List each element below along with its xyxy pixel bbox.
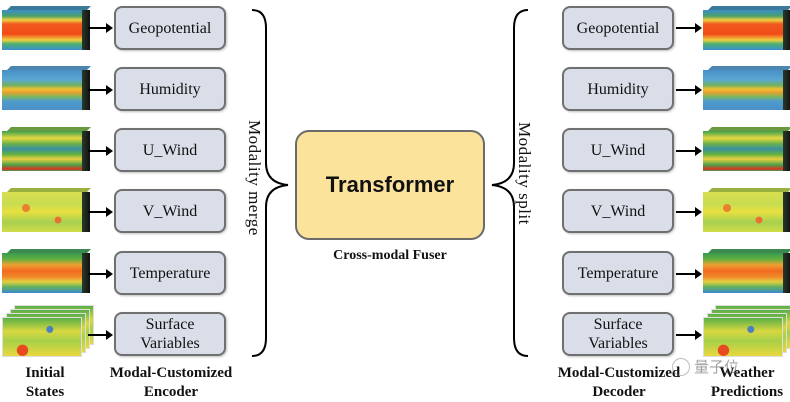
arrow-icon	[88, 207, 113, 217]
caption-line: States	[25, 384, 65, 400]
caption-line: Weather	[719, 365, 775, 381]
encoder-label: Humidity	[139, 80, 201, 98]
decoder-label-line1: Surface	[593, 316, 643, 333]
arrow-icon	[676, 85, 702, 95]
decoder-caption: Modal-Customized Decoder	[548, 364, 690, 402]
decoder-label-line2: Variables	[588, 335, 648, 352]
initial-state-uwind-map	[2, 127, 91, 171]
caption-line: Decoder	[592, 384, 646, 400]
transformer-title: Transformer	[325, 172, 455, 197]
encoder-u-wind: U_Wind	[114, 128, 226, 172]
prediction-temperature-map	[703, 249, 790, 293]
caption-line: Predictions	[710, 384, 784, 400]
arrow-icon	[676, 146, 702, 156]
decoder-surface-variables: Surface Variables	[562, 312, 674, 356]
encoder-geopotential: Geopotential	[114, 6, 226, 50]
caption-line: Initial	[25, 365, 65, 381]
encoder-label: Temperature	[129, 264, 211, 282]
prediction-surface-stack	[703, 305, 790, 361]
arrow-icon	[676, 269, 702, 279]
arrow-icon	[88, 269, 113, 279]
encoder-label: V_Wind	[142, 202, 198, 220]
decoder-label: Temperature	[577, 264, 659, 282]
modality-split-label: Modality split	[515, 122, 534, 225]
arrow-icon	[88, 146, 113, 156]
decoder-v-wind: V_Wind	[562, 189, 674, 233]
encoder-label: U_Wind	[142, 141, 198, 159]
initial-states-caption: Initial States	[10, 364, 80, 402]
encoder-caption: Modal-Customized Encoder	[100, 364, 242, 402]
decoder-humidity: Humidity	[562, 67, 674, 111]
caption-line: Modal-Customized	[557, 365, 681, 381]
merge-brace-icon	[251, 9, 289, 357]
predictions-caption: Weather Predictions	[702, 364, 790, 402]
prediction-vwind-map	[703, 188, 790, 232]
arrow-icon	[88, 330, 113, 340]
arrow-icon	[88, 85, 113, 95]
encoder-v-wind: V_Wind	[114, 189, 226, 233]
modality-merge-label: Modality merge	[245, 120, 264, 236]
encoder-label-line1: Surface	[145, 316, 195, 333]
encoder-label-line2: Variables	[140, 335, 200, 352]
caption-line: Encoder	[143, 384, 199, 400]
prediction-humidity-map	[703, 66, 790, 110]
decoder-temperature: Temperature	[562, 251, 674, 295]
split-brace-icon	[491, 9, 529, 357]
arrow-icon	[676, 330, 702, 340]
transformer-block: Transformer	[295, 130, 485, 240]
encoder-humidity: Humidity	[114, 67, 226, 111]
prediction-uwind-map	[703, 127, 790, 171]
watermark-text: 量子位	[694, 358, 740, 376]
encoder-temperature: Temperature	[114, 251, 226, 295]
arrow-icon	[676, 23, 702, 33]
initial-state-geopotential-map	[2, 6, 91, 50]
initial-state-humidity-map	[2, 66, 91, 110]
encoder-surface-variables: Surface Variables	[114, 312, 226, 356]
wechat-icon	[672, 357, 690, 376]
prediction-geopotential-map	[703, 6, 790, 50]
initial-state-surface-stack	[2, 305, 94, 361]
decoder-label: Geopotential	[576, 19, 660, 37]
caption-line: Modal-Customized	[109, 365, 233, 381]
arrow-icon	[88, 23, 113, 33]
initial-state-vwind-map	[2, 188, 91, 232]
decoder-u-wind: U_Wind	[562, 128, 674, 172]
decoder-geopotential: Geopotential	[562, 6, 674, 50]
decoder-label: V_Wind	[590, 202, 646, 220]
encoder-label: Geopotential	[128, 19, 212, 37]
decoder-label: Humidity	[587, 80, 649, 98]
arrow-icon	[676, 207, 702, 217]
watermark: 量子位	[672, 356, 739, 377]
initial-state-temperature-map	[2, 249, 91, 293]
cross-modal-fuser-caption: Cross-modal Fuser	[333, 248, 447, 263]
decoder-label: U_Wind	[590, 141, 646, 159]
